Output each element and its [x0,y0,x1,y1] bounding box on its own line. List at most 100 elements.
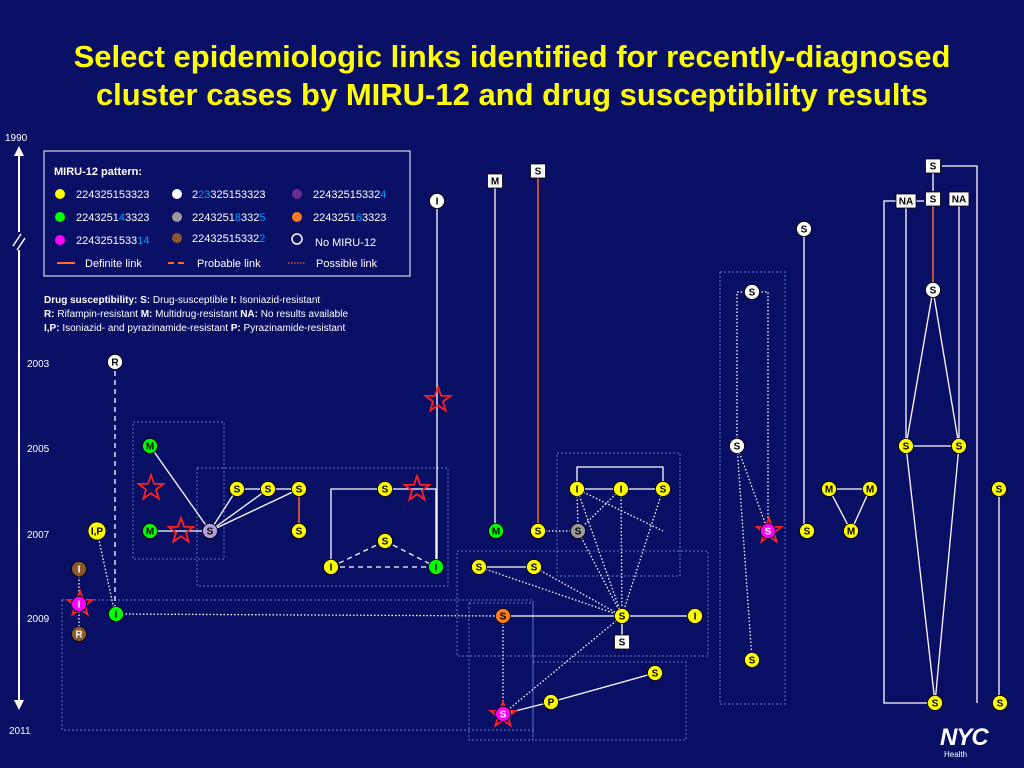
node-label: S [930,286,937,297]
node-label: M [492,527,500,538]
node-c4-S-sq: S [530,163,546,179]
node-circle-shape [495,706,511,722]
link-c5P-c5Slow [550,672,656,703]
node-circle-shape [991,481,1007,497]
node-c1-R-brown: R [71,626,87,642]
node-circle-shape [862,481,878,497]
legend-pattern-part: 6 [356,212,362,224]
node-circle-shape [260,481,276,497]
node-c1-I-mag: I [71,596,87,612]
node-c5-S-center: S [614,608,630,624]
legend-heading: MIRU-12 pattern: [54,166,142,178]
link-c5Smag-c5P [502,701,552,715]
node-circle-shape [744,284,760,300]
year-2009: 2009 [27,614,50,625]
node-c1-I-green: I [108,606,124,622]
title-line-2: cluster cases by MIRU-12 and drug suscep… [95,77,929,112]
node-label: I [330,563,333,574]
node-c9-NA2: NA [948,191,970,207]
legend-pattern-part: 2243251 [76,212,119,224]
node-c2-S4: S [291,523,307,539]
legend-definite-label: Definite link [85,258,142,270]
node-label: S [535,527,542,538]
link-c9Swhite-c9Sl [905,289,934,447]
node-label: S [382,537,389,548]
node-c4-S-gray: S [570,523,586,539]
node-c8-M3: M [843,523,859,539]
legend-pattern-part: 2243251533 [76,235,137,247]
link-c5center-c5mag [502,615,623,715]
node-label: S [296,485,303,496]
node-c7-S-bot: S [744,652,760,668]
node-label: S [296,527,303,538]
legend-dot-white [172,189,182,199]
node-circle-shape [951,438,967,454]
node-label: S [500,612,507,623]
node-label: M [847,527,855,538]
node-c9-NA1: NA [895,193,917,209]
link-c5S1-c5center [478,566,623,617]
node-c3-S1: S [377,481,393,497]
node-label: R [111,358,119,369]
star-marker-2 [135,472,167,501]
timeline-break-1 [12,233,22,247]
year-2007: 2007 [27,530,50,541]
legend-pattern-part: 325153323 [210,189,265,201]
star-marker-1 [422,384,454,413]
link-c6I2-c4Sgray [577,488,622,532]
legend-pattern-part: 8 [235,212,241,224]
drug-key-part: Isoniazid- and pyrazinamide-resistant [60,323,231,334]
node-c7-S-mag: S [760,523,776,539]
link-c9Sr-c9Sbot [934,445,960,704]
box-cluster-e [556,452,681,577]
node-circle-shape [323,559,339,575]
node-label: M [491,177,499,188]
node-circle-shape [526,559,542,575]
legend-pattern-part: 2 [192,189,198,201]
node-square-shape [614,634,630,650]
box-cluster-a [132,421,225,560]
legend-dot-gray [172,212,182,222]
node-circle-shape [71,626,87,642]
drug-key-part: Pyrazinamide-resistant [241,323,346,334]
drug-susceptibility-key: Drug susceptibility: S: Drug-susceptible… [44,295,348,334]
node-label: S [500,710,507,721]
link-c9Sl-c9Sbot [905,445,936,704]
link-c4Sgray-c5center [577,530,623,617]
legend-pattern-part: 3323 [362,212,386,224]
year-2003: 2003 [27,359,50,370]
node-c3-I1: I [323,559,339,575]
drug-key-line-1: Drug susceptibility: S: Drug-susceptible… [44,295,320,306]
node-square-shape [948,191,970,207]
node-square-shape [895,193,917,209]
node-label: S [476,563,483,574]
node-label: S [652,669,659,680]
node-circle-shape [142,523,158,539]
node-c9-S-r: S [951,438,967,454]
drug-key-part: Multidrug-resistant [152,309,240,320]
node-circle-shape [821,481,837,497]
legend-pattern-yellow: 224325153323 [76,189,149,201]
legend-pattern-part: 5 [259,212,265,224]
node-c5-S2: S [526,559,542,575]
link-c8M1-c8M3 [828,488,852,532]
link-c2Slav-c2S2 [209,488,269,532]
node-label: S [996,485,1003,496]
node-label: S [903,442,910,453]
link-c2Slav-c2S1 [209,488,238,532]
node-circle-shape [530,523,546,539]
node-c6-I1: I [569,481,585,497]
node-label: S [660,485,667,496]
node-circle-shape [429,193,445,209]
legend-dot-brown [172,233,182,243]
link-c3-bracket [330,488,437,567]
node-label: R [75,630,83,641]
timeline-arrow-down [14,700,24,710]
node-circle-shape [291,481,307,497]
node-c2-S2: S [260,481,276,497]
node-c1-IP: I,P [87,521,107,541]
box-cluster-c [61,599,534,731]
node-circle-shape [87,521,107,541]
node-label: S [749,656,756,667]
node-label: S [207,527,214,538]
